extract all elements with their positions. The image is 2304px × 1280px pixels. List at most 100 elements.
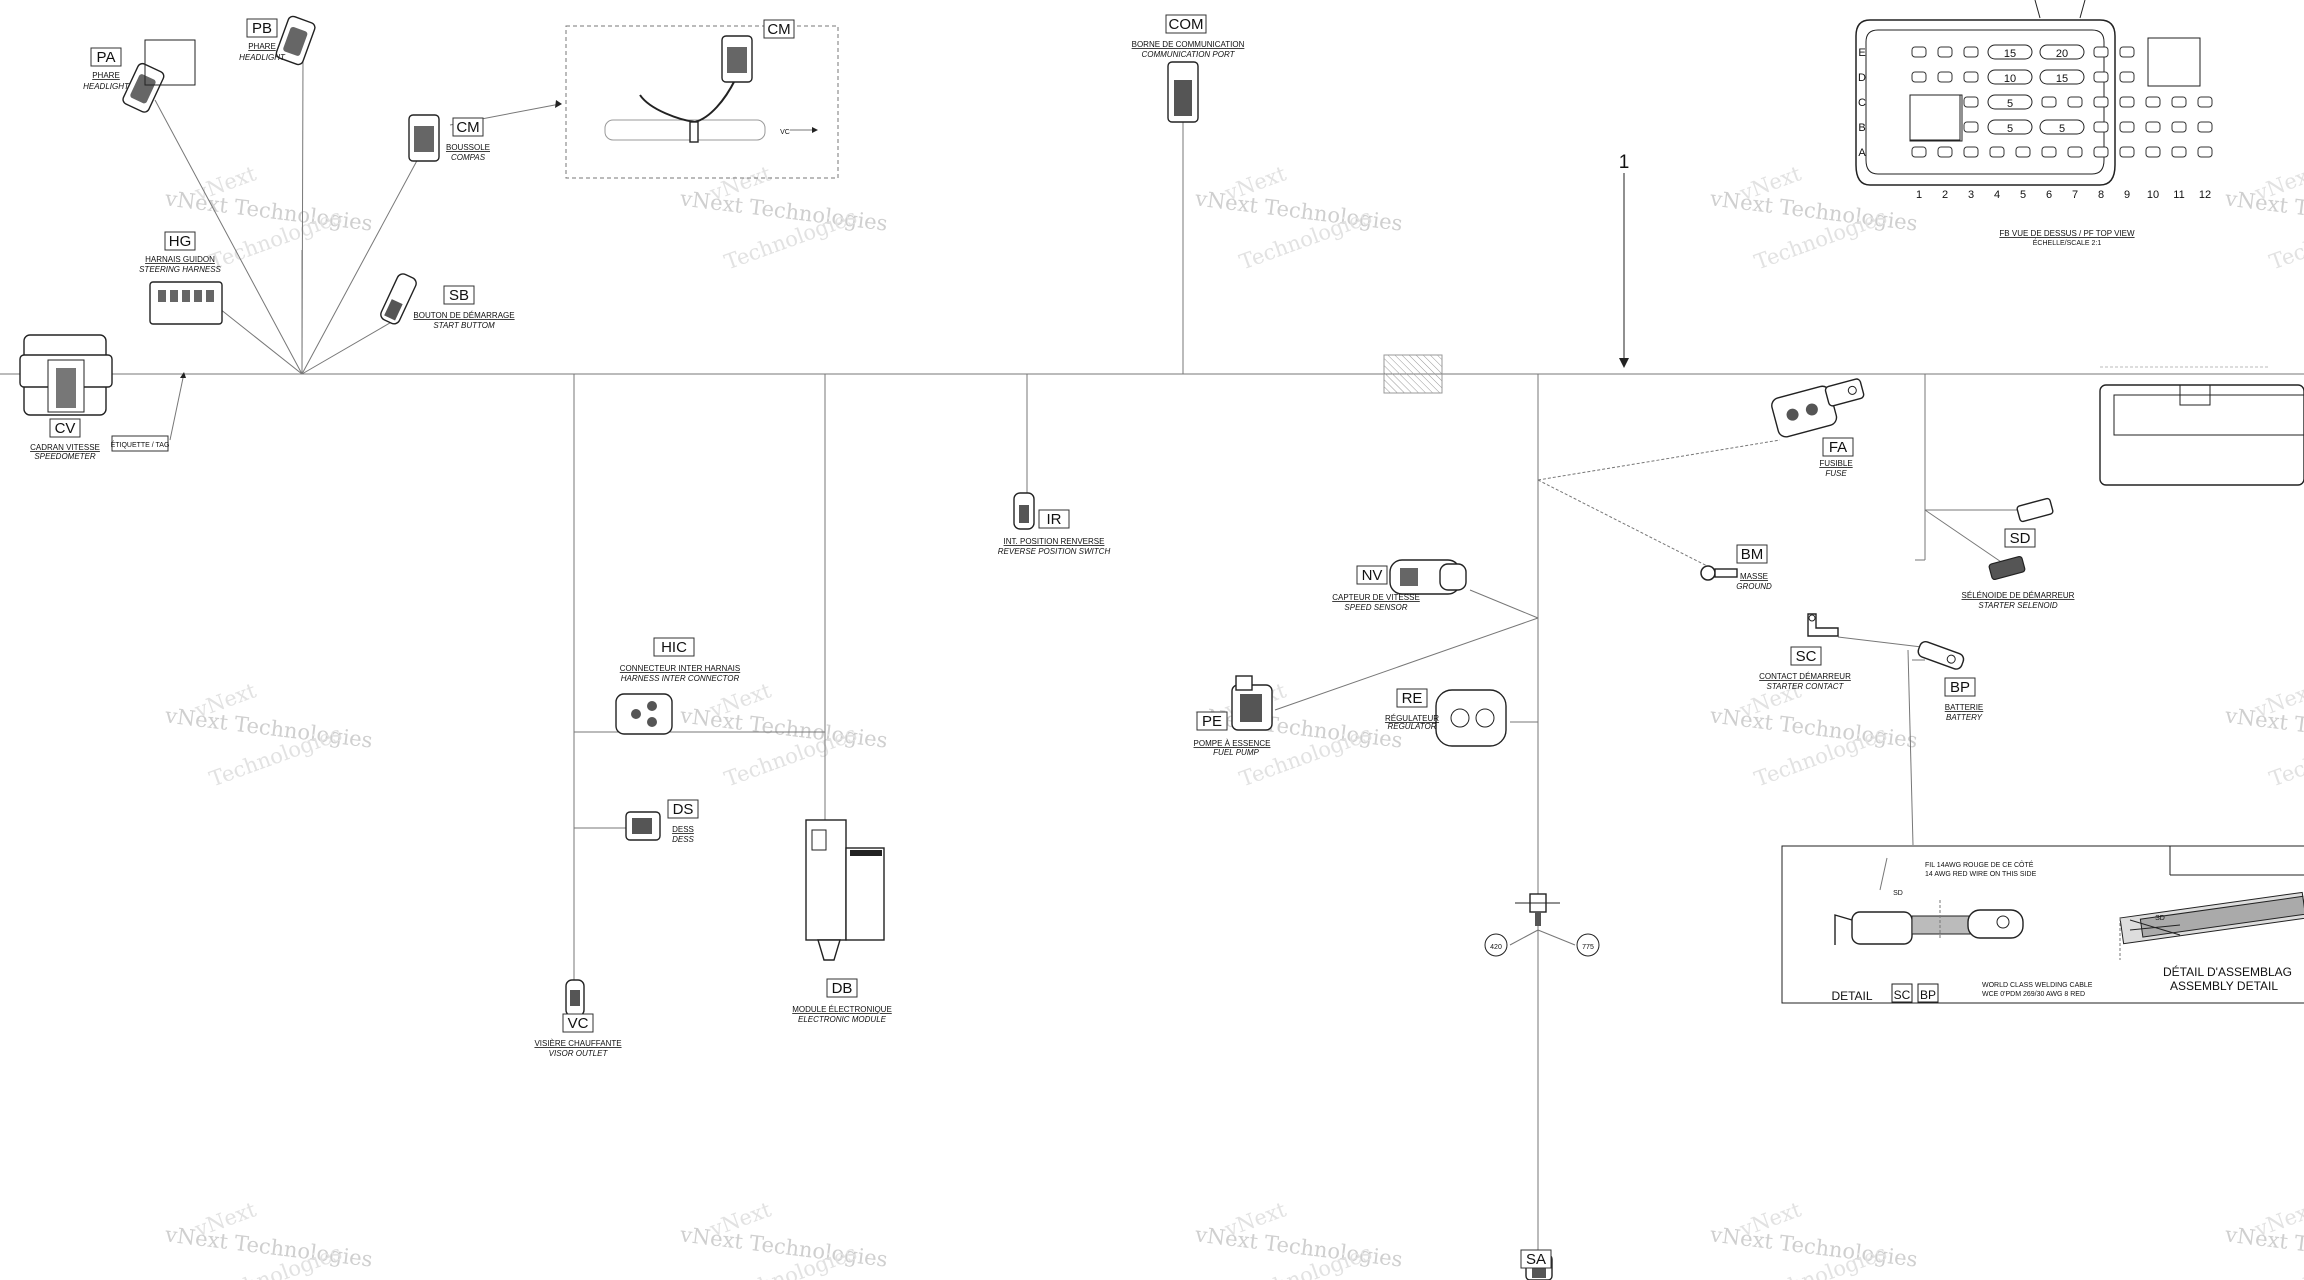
fuse-rating: 5	[2007, 123, 2013, 135]
fuse-socket	[2171, 146, 2187, 158]
component-code: SA	[1526, 1251, 1546, 1268]
fuse: 5	[1987, 119, 2033, 135]
component-name-fr: INT. POSITION RENVERSE	[1004, 537, 1105, 546]
component-label-cm2: CM	[763, 19, 795, 39]
fuse-rating: 5	[2059, 123, 2065, 135]
code-box	[1944, 677, 1976, 697]
vc-arrow-label: VC	[780, 129, 790, 136]
component-code: CV	[55, 420, 76, 437]
fusebox-column-label: 4	[1994, 189, 2000, 201]
component-code: SC	[1796, 648, 1817, 665]
code-box	[164, 231, 196, 251]
component-name-fr: CAPTEUR DE VITESSE	[1332, 593, 1420, 602]
code-box	[1038, 509, 1070, 529]
code-box	[562, 1013, 594, 1033]
relay-block	[2147, 37, 2201, 87]
fuse-socket	[2093, 96, 2109, 108]
assembly-detail-subtitle: ASSEMBLY DETAIL	[2170, 979, 2278, 993]
component-name-en: DESS	[672, 835, 694, 844]
code-box	[1196, 711, 1228, 731]
code-box	[1822, 437, 1854, 457]
fusebox-row-label: B	[1858, 122, 1865, 134]
detail-mark: SD	[2155, 915, 2165, 922]
fuse-socket	[2093, 71, 2109, 83]
fuel-pump-connector	[1231, 675, 1273, 731]
fuse-socket	[2171, 121, 2187, 133]
fusebox-column-label: 2	[1942, 189, 1948, 201]
code-box	[2004, 528, 2036, 548]
component-code: DS	[673, 801, 694, 818]
component-name-en: HEADLIGHT	[239, 53, 286, 62]
detail-note: WORLD CLASS WELDING CABLE	[1982, 982, 2093, 989]
fuse-socket	[1989, 146, 2005, 158]
component-code: PB	[252, 20, 272, 37]
watermark-text: vNext Technologies	[2223, 186, 2304, 235]
headlight-connector-pb	[275, 15, 316, 66]
fuse-socket	[1911, 46, 1927, 58]
component-name-fr: PHARE	[92, 71, 120, 80]
fuse-rating: 5	[2007, 98, 2013, 110]
fusebox-caption-title: FB VUE DE DESSUS / PF TOP VIEW	[1999, 229, 2135, 238]
speedometer-connector	[19, 334, 113, 416]
component-name-fr: CADRAN VITESSE	[30, 443, 100, 452]
detail-mark: SD	[1893, 890, 1903, 897]
splice-connector	[1484, 893, 1600, 957]
component-code: VC	[568, 1015, 589, 1032]
code-box	[1790, 646, 1822, 666]
start-button-connector	[380, 273, 417, 325]
fusebox-caption: FB VUE DE DESSUS / PF TOP VIEWÉCHELLE/SC…	[1999, 229, 2135, 247]
splice-label: 775	[1582, 944, 1594, 951]
code-box	[1396, 688, 1428, 708]
fuse-holder-connector	[1771, 378, 1865, 438]
compass-connector-detail	[721, 35, 753, 83]
detail-note: FIL 14AWG ROUGE DE CE CÔTÉ	[1925, 860, 2034, 869]
fuse-socket	[2145, 96, 2161, 108]
fusebox-row-label: A	[1858, 147, 1866, 159]
fusebox-column-label: 12	[2199, 189, 2211, 201]
code-box	[49, 418, 81, 438]
component-name-fr: FUSIBLE	[1819, 459, 1852, 468]
detail-note: WCE 0'PDM 269/30 AWG 8 RED	[1982, 991, 2085, 998]
component-name-fr: RÉGULATEUR	[1385, 714, 1439, 723]
component-name-en: STARTER SELENOID	[1978, 601, 2058, 610]
fuse-socket	[2067, 96, 2083, 108]
component-code: PA	[97, 49, 116, 66]
fuse-socket	[1937, 71, 1953, 83]
code-box	[452, 117, 484, 137]
fuse-socket	[2119, 46, 2135, 58]
fuse-socket	[1963, 121, 1979, 133]
dess-connector	[625, 811, 661, 841]
component-label-sa: SA	[1520, 1249, 1552, 1269]
visor-outlet-connector	[565, 979, 585, 1017]
tag-label: ÉTIQUETTE / TAG	[111, 440, 170, 449]
fuse-socket	[1963, 71, 1979, 83]
code-box	[826, 978, 858, 998]
component-name-en: SPEEDOMETER	[34, 452, 96, 461]
component-name-fr: VISIÈRE CHAUFFANTE	[534, 1039, 621, 1048]
component-name-fr: CONNECTEUR INTER HARNAIS	[620, 664, 740, 673]
component-name-fr: BATTERIE	[1945, 703, 1984, 712]
ground-ring-terminal	[1700, 565, 1738, 581]
component-name-en: ELECTRONIC MODULE	[798, 1015, 887, 1024]
starter-contact-terminal	[1807, 613, 1839, 637]
detail-box-sc-bp	[1781, 845, 2304, 1004]
fuse-socket	[2119, 146, 2135, 158]
detail-code: SC	[1894, 988, 1911, 1002]
fuse-rating: 20	[2056, 48, 2068, 60]
headlight-connector-pa	[122, 62, 165, 113]
fuse-socket	[2041, 96, 2057, 108]
fuse-socket	[2119, 71, 2135, 83]
component-code: HG	[169, 233, 192, 250]
component-code: COM	[1169, 16, 1204, 33]
